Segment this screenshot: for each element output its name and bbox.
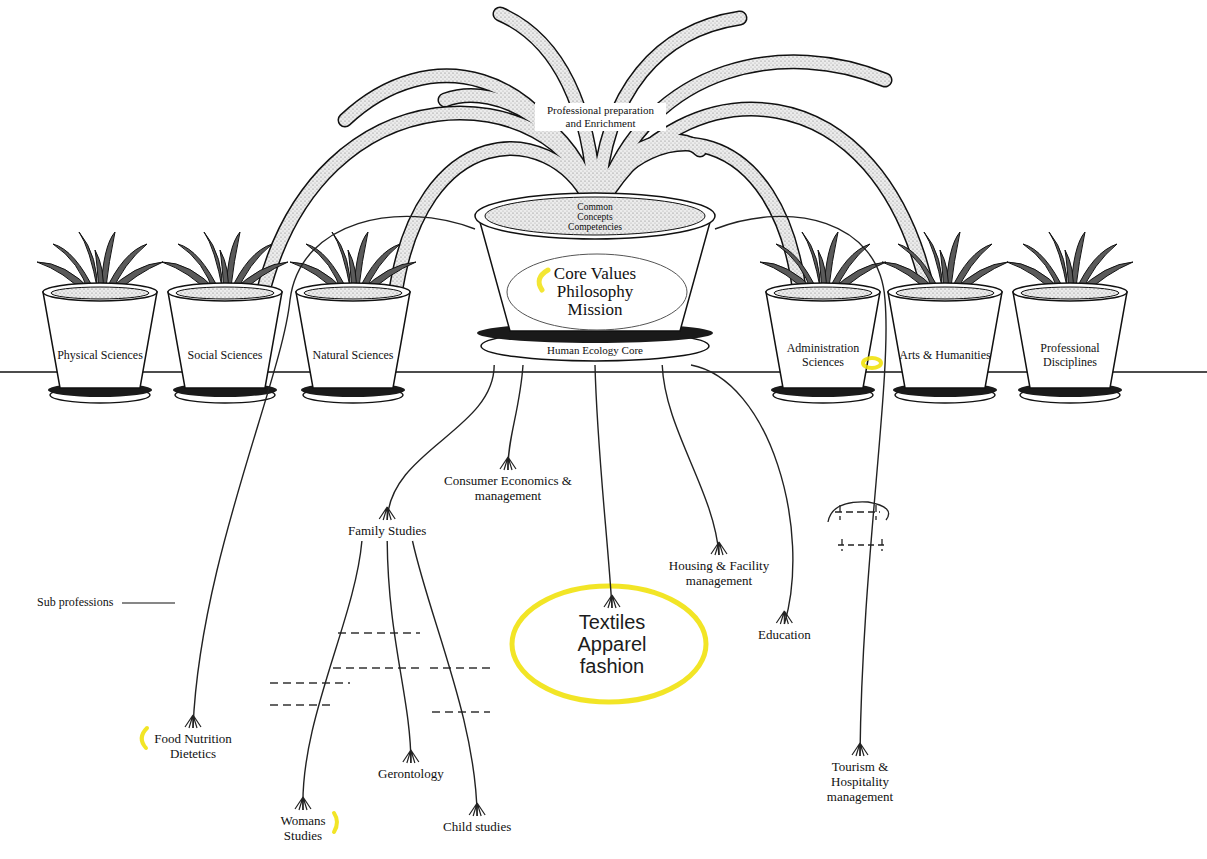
highlighter-mark [863, 358, 881, 368]
hand-oval [828, 502, 889, 522]
node-text: Arts & Humanities [899, 349, 990, 363]
node-text: Womans Studies [271, 813, 335, 843]
node-text: Social Sciences [188, 349, 263, 363]
dash-line [270, 682, 350, 683]
sub-profession: Child studies [440, 816, 514, 837]
core-pot-soil [485, 197, 705, 235]
node-text: Tourism & Hospitality management [818, 759, 902, 804]
core-text: Human Ecology Core [495, 344, 695, 356]
root-tuft [852, 743, 868, 756]
root-tuft [604, 595, 620, 608]
highlighter-mark [142, 728, 147, 748]
side-pot [1007, 232, 1133, 403]
sub-profession: Womans Studies [268, 810, 338, 846]
row-leader [122, 602, 175, 603]
runner-line [387, 541, 411, 763]
side-pot [37, 232, 163, 403]
leaf [597, 141, 700, 200]
node-text: Administration Sciences [773, 342, 873, 370]
hand-dash [838, 539, 886, 551]
handwritten-sub-profession: Textiles Apparel fashion [566, 608, 658, 680]
root-tuft [295, 797, 311, 810]
root-tuft [776, 611, 792, 624]
dash-line [270, 704, 330, 705]
node-text: Professional Disciplines [1020, 342, 1120, 370]
node-text: Physical Sciences [57, 349, 143, 363]
highlighter-mark [539, 270, 548, 290]
node-text: Education [758, 627, 811, 642]
core-text: Core Values Philosophy Mission [545, 265, 645, 319]
runner-line [662, 365, 719, 555]
sub-profession: Consumer Economics & management [430, 470, 586, 506]
sub-profession: Housing & Facility management [655, 555, 783, 591]
node-text: Family Studies [348, 523, 426, 538]
plant-crown-label: Professional preparation and Enrichment [535, 103, 666, 131]
runner-line [303, 541, 362, 810]
discipline-pot: Arts & Humanities [895, 332, 995, 380]
node-text: Housing & Facility management [658, 558, 780, 588]
core-text: Common Concepts Competencies [560, 202, 630, 232]
runner-line [595, 365, 612, 608]
side-pot [760, 232, 886, 403]
table-line [0, 371, 1207, 373]
node-text: Child studies [443, 819, 511, 834]
node-text: Textiles Apparel fashion [569, 611, 655, 677]
runner-line [193, 216, 475, 728]
runner-line [508, 365, 523, 470]
dash-line [338, 632, 420, 633]
row-label: Sub professions [37, 595, 113, 610]
sub-profession: Family Studies [345, 520, 429, 541]
discipline-pot: Administration Sciences [773, 332, 873, 380]
hand-marks [828, 502, 889, 551]
root-tuft [711, 542, 727, 555]
root-tuft [379, 507, 395, 520]
discipline-pot: Natural Sciences [303, 332, 403, 380]
core-pot: Common Concepts CompetenciesCore Values … [475, 195, 715, 365]
highlighter-mark [334, 813, 337, 832]
dash-line [430, 667, 495, 668]
side-pot [290, 232, 416, 403]
root-tuft [500, 457, 516, 470]
node-text: Consumer Economics & management [433, 473, 583, 503]
sub-profession: Education [755, 624, 814, 645]
sub-profession: Food Nutrition Dietetics [140, 728, 246, 764]
runner-line [715, 216, 886, 756]
highlighter-circle [512, 586, 706, 702]
sub-profession: Tourism & Hospitality management [815, 756, 905, 807]
node-text: Food Nutrition Dietetics [143, 731, 243, 761]
node-text: Natural Sciences [313, 349, 394, 363]
hand-circle [507, 254, 687, 330]
discipline-pot: Professional Disciplines [1020, 332, 1120, 380]
dash-line [432, 711, 490, 712]
side-pot [882, 232, 1008, 403]
root-tuft [185, 715, 201, 728]
root-tuft [469, 803, 485, 816]
sub-profession: Gerontology [375, 763, 447, 784]
dash-line [333, 667, 420, 668]
placeholder-dashes [270, 633, 495, 712]
discipline-pot: Physical Sciences [50, 332, 150, 380]
node-text: Gerontology [378, 766, 444, 781]
core-pot-rim [475, 193, 715, 239]
root-tuft [403, 750, 419, 763]
discipline-pot: Social Sciences [175, 332, 275, 380]
side-pot [162, 232, 288, 403]
